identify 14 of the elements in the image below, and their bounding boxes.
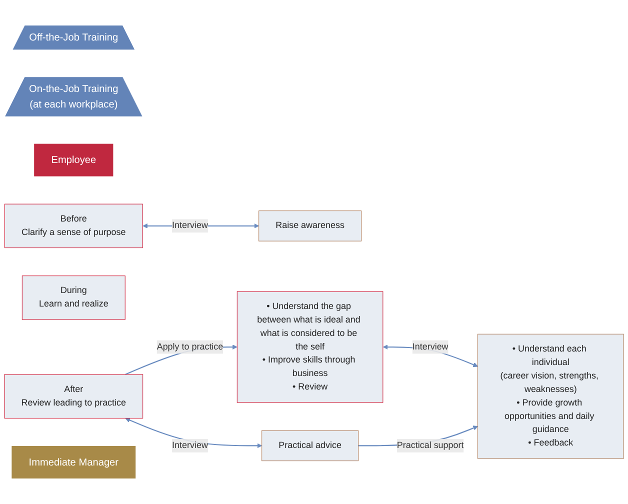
edge-label: Interview	[172, 220, 208, 230]
node-box: Raise awareness	[258, 210, 362, 242]
node-box: Before Clarify a sense of purpose	[4, 204, 143, 248]
edge-label: Practical support	[396, 440, 464, 450]
edge-label: Apply to practice	[156, 342, 224, 352]
node-box: Practical advice	[262, 430, 359, 462]
node-box: Employee	[34, 144, 114, 176]
node-box: • Understand the gap between what is ideal and what is considered to be the self • Improve skills through business • Review	[236, 291, 384, 403]
node-box: After Review leading to practice	[4, 374, 144, 418]
node-box: Immediate Manager	[12, 446, 136, 478]
node-box: During Learn and realize	[22, 276, 126, 320]
edge-label: Interview	[412, 342, 448, 352]
edge-label: Interview	[172, 440, 208, 450]
node-box: • Understand each individual (career vision, strengths, weaknesses) • Provide growth opportunities and daily guidance • Feedback	[477, 334, 624, 459]
